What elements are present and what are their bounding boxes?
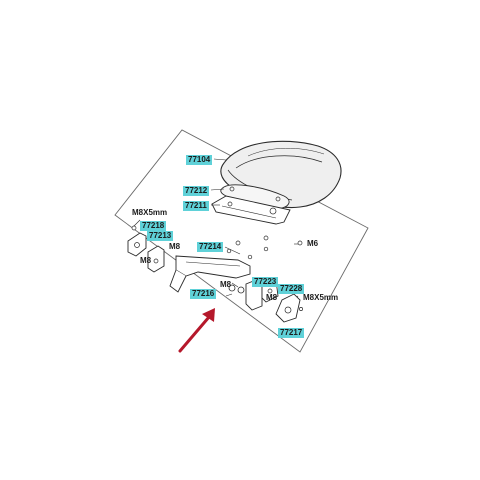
- label-77214: 77214: [197, 242, 224, 252]
- label-77218: 77218: [140, 221, 167, 231]
- diagram-frame: [114, 129, 369, 353]
- right-bracket-drawing: [275, 293, 301, 323]
- label-m6: M6: [307, 239, 319, 248]
- label-m8x5mm-left: M8X5mm: [132, 208, 168, 217]
- label-77104: 77104: [186, 155, 213, 165]
- label-77213: 77213: [147, 231, 174, 241]
- pointer-arrow: [178, 308, 215, 353]
- label-77216: 77216: [190, 289, 217, 299]
- left-small-bracket-drawing: [127, 232, 147, 257]
- label-m8-right: M8: [266, 293, 278, 302]
- label-m8x5mm-right: M8X5mm: [303, 293, 339, 302]
- label-m8-lower: M8: [140, 256, 152, 265]
- label-77212: 77212: [183, 186, 210, 196]
- label-77223: 77223: [252, 277, 279, 287]
- label-77211: 77211: [183, 201, 209, 211]
- left-bracket-drawing: [147, 245, 165, 273]
- main-stay-drawing: [169, 255, 251, 293]
- label-77228: 77228: [278, 284, 305, 294]
- label-m8-left: M8: [169, 242, 181, 251]
- label-77217: 77217: [278, 328, 305, 338]
- seat-gasket-drawing: [211, 195, 291, 225]
- label-m8-center: M8: [220, 280, 232, 289]
